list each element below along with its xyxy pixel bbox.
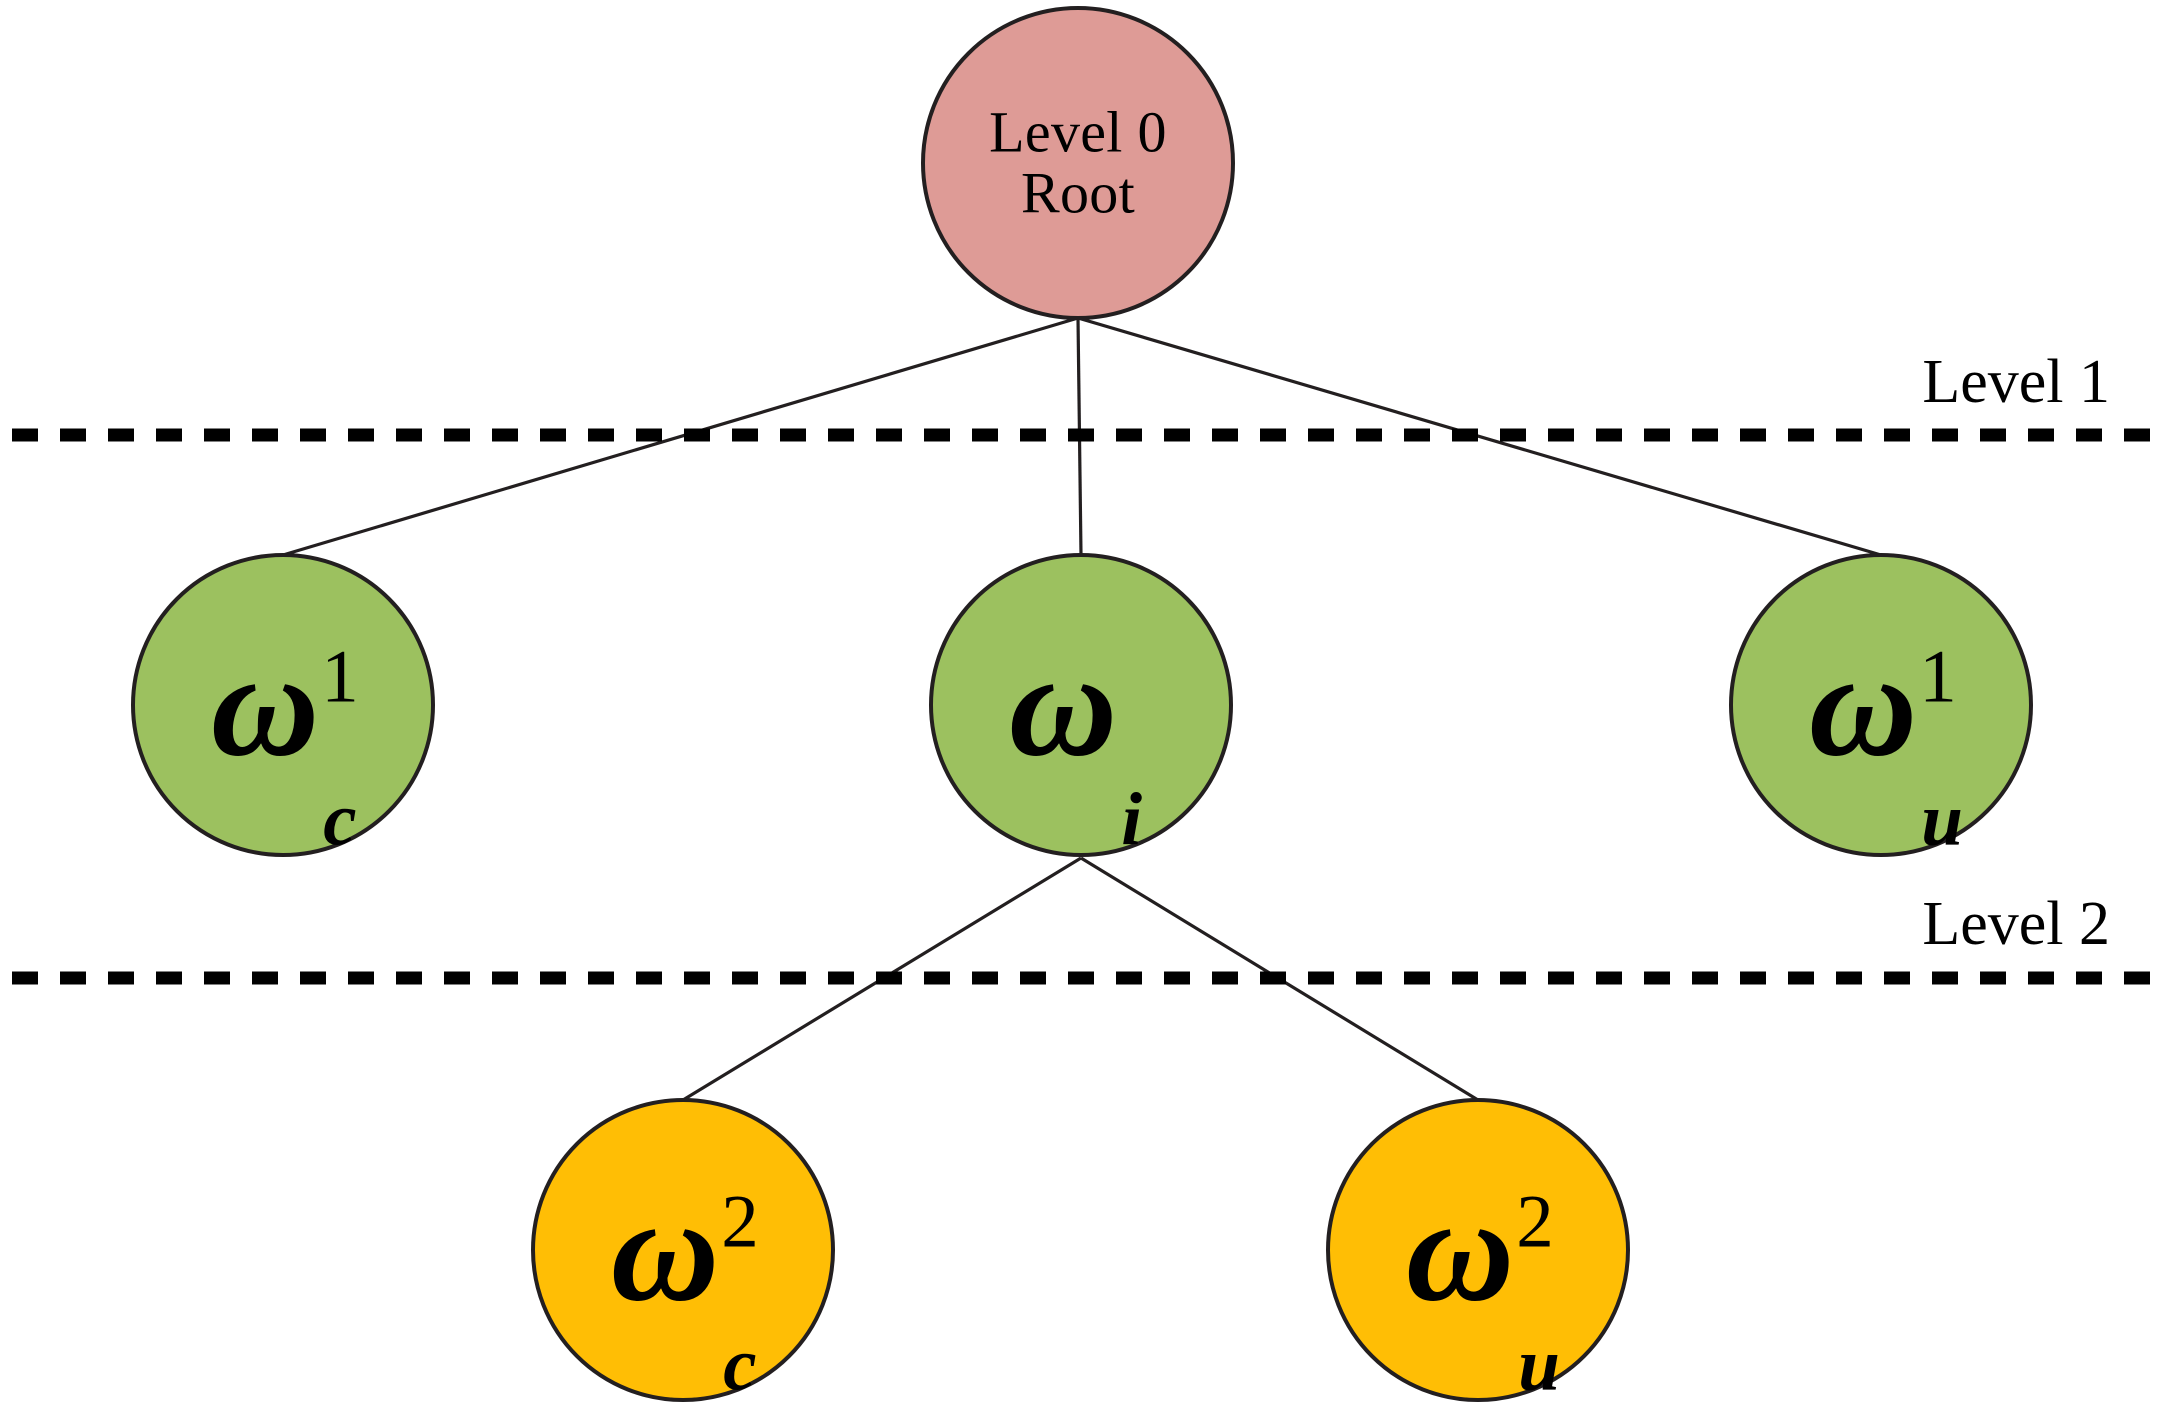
edge-root-to-omega-u-1 [1077, 316, 1882, 557]
level-1-rule-label: Level 1 [1922, 348, 2110, 416]
node-omega-i[interactable] [929, 553, 1233, 857]
node-omega-u-2[interactable] [1326, 1098, 1630, 1402]
node-omega-c-2[interactable] [531, 1098, 835, 1402]
level-rules-group [12, 428, 2158, 985]
nodes-group [131, 6, 2033, 1402]
node-root[interactable] [921, 6, 1235, 320]
edge-root-to-omega-c-1 [282, 316, 1079, 557]
node-omega-c-1[interactable] [131, 553, 435, 857]
level-2-rule-label: Level 2 [1922, 890, 2110, 958]
node-omega-u-1[interactable] [1729, 553, 2033, 857]
